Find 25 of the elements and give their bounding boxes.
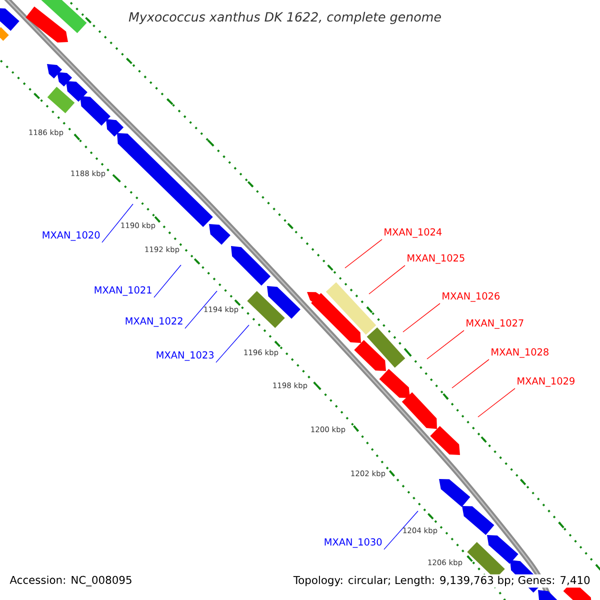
gene-label: MXAN_1027 [466, 319, 524, 329]
leader-line [452, 359, 490, 388]
gene-label: MXAN_1025 [408, 254, 464, 264]
title: Myxococcus xanthus DK 1622, complete genome [128, 12, 441, 24]
gene-label: MXAN_1023 [156, 351, 214, 361]
gene-label: MXAN_1029 [518, 377, 574, 387]
gene-label: MXAN_1024 [384, 228, 442, 238]
leader-line [478, 388, 516, 418]
leader-line [402, 303, 440, 332]
leader-line [368, 265, 406, 294]
gene-label: MXAN_1030 [324, 538, 382, 548]
leader-line [154, 264, 182, 298]
leader-line [184, 290, 218, 329]
leader-line [216, 324, 250, 363]
info-text: Accession: NC_008095 [8, 574, 134, 588]
gene-label: MXAN_1020 [42, 231, 100, 241]
info-text: Topology: circular; Length: 9,139,763 bp; Genes: 7,410 [292, 574, 592, 588]
gene-label: MXAN_1026 [442, 292, 500, 302]
gene-label: MXAN_1022 [126, 317, 182, 327]
leader-line [426, 330, 464, 360]
leader-line [344, 239, 382, 268]
leader-line [384, 510, 418, 550]
gene-label: MXAN_1028 [492, 348, 548, 358]
gene-label: MXAN_1021 [94, 286, 152, 296]
leader-line [102, 204, 134, 243]
